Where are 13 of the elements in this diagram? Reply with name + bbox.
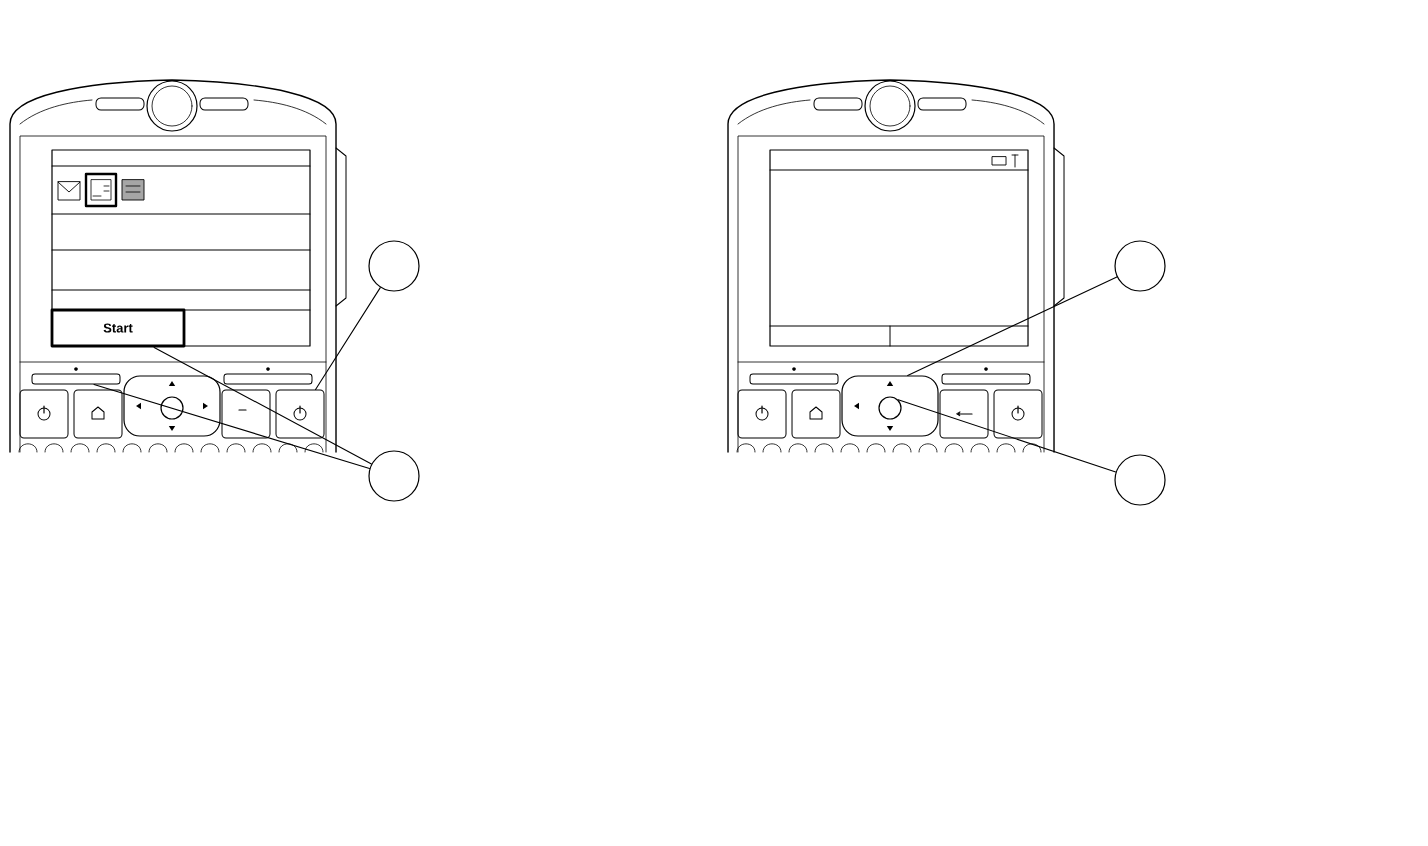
- callout-circle: [1114, 240, 1166, 292]
- callout-circle: [1114, 454, 1166, 506]
- callout-circle: [368, 240, 420, 292]
- select-key-icon: [878, 396, 902, 420]
- phone-key: [275, 389, 325, 439]
- leader-line: [315, 287, 381, 391]
- nav-key: [841, 375, 939, 437]
- callout-circle: [368, 450, 420, 502]
- leader-line: [93, 383, 371, 470]
- leader-line: [897, 399, 1117, 473]
- leader-line: [153, 346, 372, 465]
- soft-key: [31, 373, 121, 385]
- leader-line: [907, 276, 1118, 376]
